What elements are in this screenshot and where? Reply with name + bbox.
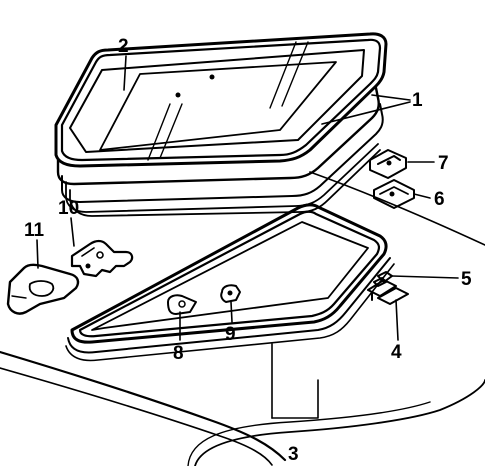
callout-2: 2 — [118, 36, 129, 57]
callout-labels: 2 1 7 6 10 11 5 9 8 4 3 — [24, 36, 472, 465]
glass-seal — [56, 86, 384, 217]
side-bracket — [367, 279, 409, 305]
roof-opening-seal — [65, 203, 395, 362]
callout-4: 4 — [391, 342, 402, 363]
leader-lines — [36, 55, 459, 419]
callout-1: 1 — [412, 90, 423, 111]
callout-7: 7 — [438, 153, 449, 174]
screw-clip — [167, 294, 197, 315]
callout-10: 10 — [58, 198, 79, 219]
lower-clip — [373, 179, 415, 209]
glass-panel-frame — [54, 32, 388, 168]
top-clip — [369, 149, 407, 179]
callout-5: 5 — [461, 269, 472, 290]
handle-bracket — [70, 239, 134, 278]
callout-6: 6 — [434, 189, 445, 210]
callout-3: 3 — [288, 444, 299, 465]
callout-8: 8 — [173, 343, 184, 364]
handle — [6, 263, 80, 315]
knob — [220, 284, 241, 303]
callout-11: 11 — [24, 220, 45, 241]
callout-9: 9 — [225, 324, 236, 345]
